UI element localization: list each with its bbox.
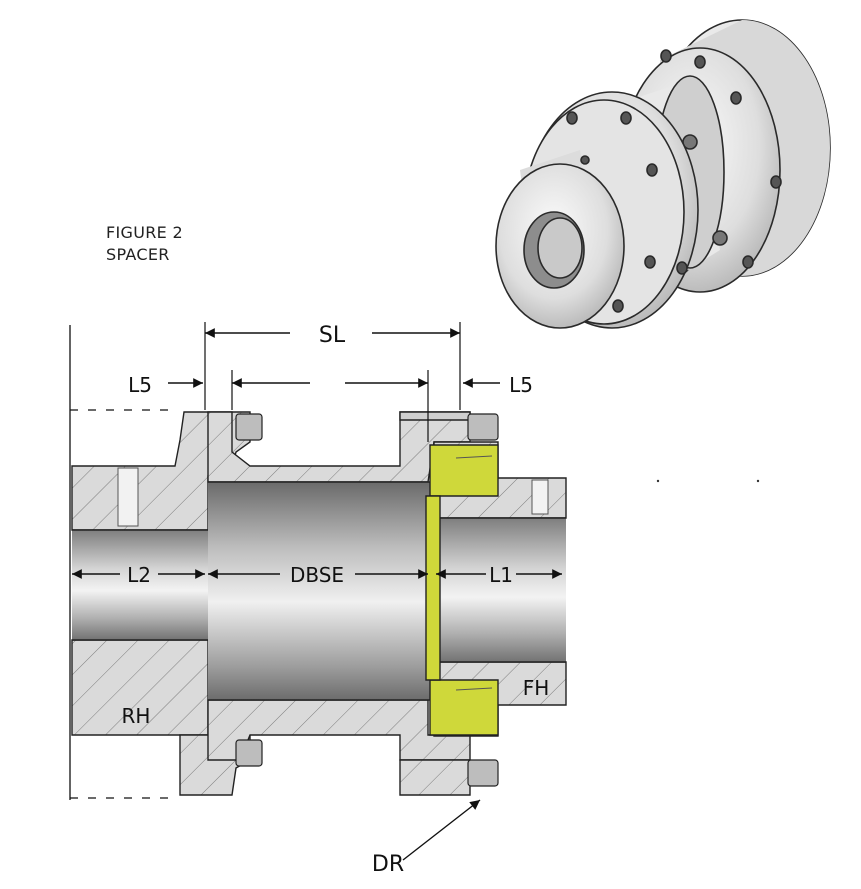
- section-view: [69, 322, 760, 861]
- rh-hub-section: [71, 411, 251, 796]
- figure-caption: FIGURE 2 SPACER: [106, 222, 183, 266]
- dr-label: DR: [372, 852, 404, 877]
- coupling-3d-view: [495, 19, 831, 329]
- figure-type: SPACER: [106, 245, 170, 264]
- figure-number: FIGURE 2: [106, 223, 183, 242]
- l2-label: L2: [127, 563, 151, 587]
- dbse-label: DBSE: [290, 563, 344, 587]
- spacer-section: [207, 411, 471, 796]
- l1-label: L1: [489, 563, 513, 587]
- l5-right-label: L5: [509, 373, 533, 397]
- bolts: [235, 413, 499, 787]
- l5-left-label: L5: [128, 373, 152, 397]
- sl-label: SL: [319, 323, 346, 348]
- fh-label: FH: [523, 676, 550, 700]
- rh-label: RH: [122, 704, 151, 728]
- flex-element-highlight: [425, 444, 499, 736]
